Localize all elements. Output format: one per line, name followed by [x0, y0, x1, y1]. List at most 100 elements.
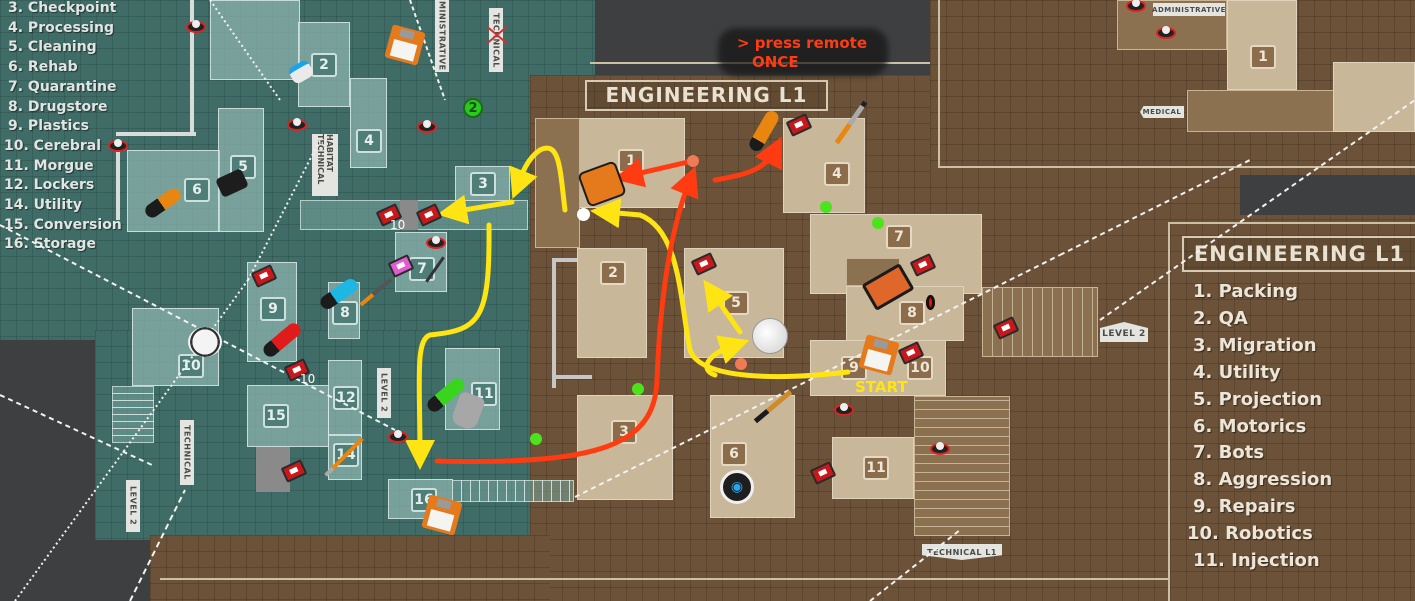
room-1-top: 1 [1227, 0, 1297, 90]
room-number: 7 [886, 225, 912, 249]
legend-item: 9. Repairs [1193, 496, 1296, 518]
wall-outline [1168, 222, 1415, 601]
legend-item: 11. Injection [1193, 550, 1320, 572]
dashed-line [129, 489, 186, 601]
yellow-route [437, 194, 515, 225]
room-number: 12 [333, 386, 359, 410]
dashed-line [1099, 99, 1415, 321]
map-title: ENGINEERING L1 [585, 80, 828, 111]
legend-item: 9. Plastics [8, 118, 89, 135]
dashed-line [869, 529, 961, 601]
wall-outline [160, 578, 1170, 580]
signal-device-icon[interactable]: ◉ [720, 470, 754, 504]
sign-technical: TECHNICAL [180, 420, 194, 485]
engineering-legend: 1. Packing 2. QA 3. Migration 4. Utility… [1187, 279, 1333, 575]
room-number: 6 [184, 178, 210, 202]
sign-level-2: LEVEL 2 [1100, 322, 1148, 342]
drone-icon[interactable] [188, 327, 222, 357]
room-number: 11 [863, 456, 889, 480]
press-remote-note: > press remote ONCE [737, 34, 867, 72]
legend-item: 3. Checkpoint [8, 0, 117, 16]
habitat-legend: 3. Checkpoint 4. Processing 5. Cleaning … [4, 0, 122, 255]
legend-item: 1. Packing [1193, 281, 1298, 302]
green-marker [632, 383, 644, 395]
mine-icon [426, 236, 446, 249]
room-number: 4 [824, 162, 850, 186]
gray-floor [400, 200, 418, 230]
room-number: 6 [721, 442, 747, 466]
wall [116, 140, 120, 220]
dashed-line [409, 0, 446, 101]
sign-administrative: ADMINISTRATIVE [1152, 3, 1225, 16]
legend-item: 5. Projection [1193, 388, 1323, 410]
orange-marker [687, 155, 699, 167]
red-beacon-icon[interactable] [926, 295, 935, 310]
mine-icon [186, 20, 206, 33]
stairs [982, 287, 1098, 357]
green-marker [530, 433, 542, 445]
wall [552, 258, 577, 262]
stairs [452, 480, 574, 502]
legend-item: 12. Lockers [4, 177, 95, 194]
note-line: ONCE [752, 53, 799, 71]
legend-item: 11. Morgue [4, 157, 94, 174]
legend-title: ENGINEERING L1 [1182, 236, 1415, 272]
elevator-badge[interactable]: 2 [463, 98, 483, 118]
sign-technical-crossed: TECHNICAL [489, 8, 503, 72]
legend-item: 4. Utility [1193, 361, 1281, 383]
remote-pad-icon[interactable] [752, 318, 788, 354]
dashed-line [247, 139, 321, 281]
sign-technical-l1: TECHNICAL L1 [922, 544, 1002, 560]
mine-icon [287, 118, 307, 131]
legend-item: 3. Migration [1193, 334, 1317, 356]
green-marker [820, 201, 832, 213]
room-number: 15 [263, 404, 289, 428]
room-number: 8 [332, 301, 358, 325]
legend-item: 8. Aggression [1193, 469, 1333, 491]
red-route [613, 157, 691, 188]
engineering-floor-bottom [150, 535, 550, 601]
legend-item: 5. Cleaning [8, 39, 97, 56]
legend-item: 7. Bots [1193, 442, 1265, 464]
legend-item: 10. Robotics [1187, 523, 1313, 545]
mine-icon [388, 430, 408, 443]
mine-icon [108, 139, 128, 152]
room [210, 0, 300, 80]
sign-text: TECHNICAL [316, 134, 325, 185]
legend-item: 14. Utility [4, 197, 82, 214]
keycard-count: 10 [300, 372, 316, 386]
legend-item: 6. Motorics [1193, 415, 1307, 437]
green-marker [872, 217, 884, 229]
note-line: > press remote [737, 34, 868, 52]
corridor [535, 118, 580, 248]
wall [552, 375, 592, 379]
stairs [914, 396, 1010, 536]
mine-icon [1126, 0, 1146, 12]
legend-item: 7. Quarantine [8, 78, 117, 95]
keycard-count: 10 [390, 218, 406, 232]
dashed-line [0, 224, 396, 431]
dashed-line [209, 0, 281, 101]
wall [190, 0, 194, 136]
mine-icon [930, 442, 950, 455]
legend-item: 15. Conversion [4, 216, 122, 233]
yellow-route [404, 222, 492, 470]
yellow-route [704, 335, 750, 378]
sign-administrative: MINISTRATIVE [435, 0, 449, 72]
orange-marker [735, 358, 747, 370]
room-15: 15 [247, 385, 329, 447]
annotation-smudge [718, 28, 888, 76]
red-route [712, 136, 782, 183]
room-number: 4 [356, 129, 382, 153]
legend-item: 16. Storage [4, 236, 96, 253]
room-number: 2 [600, 261, 626, 285]
wall [116, 132, 196, 136]
wall-outline [938, 0, 1415, 168]
room-11: 11 [832, 437, 914, 499]
sign-text: HABITAT [325, 134, 334, 172]
wall [552, 258, 556, 388]
legend-item: 2. QA [1193, 307, 1248, 329]
legend-item: 6. Rehab [8, 59, 78, 76]
sign-level-2: LEVEL 2 [126, 480, 140, 532]
legend-item: 8. Drugstore [8, 98, 108, 115]
